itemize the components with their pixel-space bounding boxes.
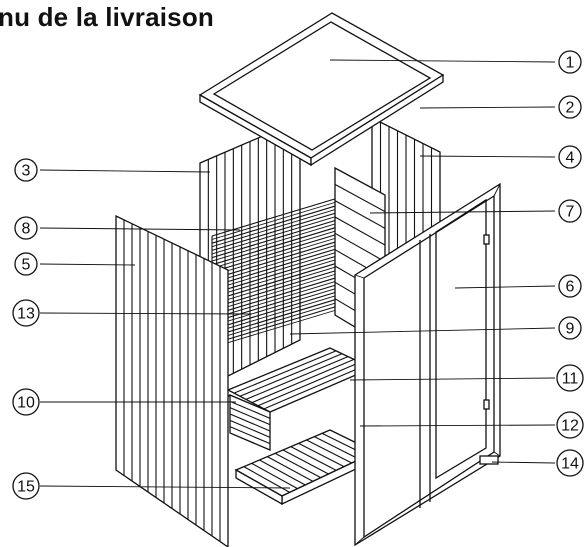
slat-line: [211, 251, 339, 291]
slat-line: [211, 244, 339, 284]
slat-line: [211, 294, 339, 334]
callout-5: 5: [14, 252, 38, 276]
slat-line: [211, 222, 339, 262]
slat-line: [267, 456, 314, 482]
slat-line: [211, 280, 339, 320]
slat-line: [245, 356, 349, 400]
slat-line: [211, 258, 339, 298]
slat-line: [211, 237, 339, 276]
slat-line: [334, 200, 386, 229]
slat-line: [211, 219, 339, 259]
callout-1-label: 1: [566, 55, 575, 72]
callout-2: 2: [558, 95, 582, 119]
slat-line: [211, 255, 339, 295]
slat-line: [211, 226, 339, 266]
roof-panel: [212, 21, 432, 151]
slat-line: [211, 208, 339, 248]
callout-10: 10: [12, 388, 40, 416]
slat-line: [211, 291, 339, 331]
callout-4-label: 4: [566, 150, 575, 167]
slat-line: [274, 452, 322, 479]
slat-line: [233, 350, 337, 394]
slat-line: [211, 240, 339, 280]
callout-7: 7: [558, 199, 582, 223]
callout-5-label: 5: [22, 257, 31, 274]
slat-line: [229, 426, 271, 445]
callout-2-label: 2: [566, 100, 575, 117]
front-door: [354, 182, 501, 547]
slat-line: [211, 247, 339, 287]
slat-line: [211, 204, 339, 244]
callout-1: 1: [558, 50, 582, 74]
slat-line: [334, 183, 386, 213]
callout-15: 15: [12, 472, 40, 500]
callout-9: 9: [558, 316, 582, 340]
callout-12: 12: [556, 411, 584, 439]
callout-14: 14: [556, 449, 584, 477]
left-side-panel: [115, 214, 229, 547]
slat-line: [211, 287, 339, 327]
slat-line: [211, 211, 339, 251]
callout-12-label: 12: [561, 418, 579, 435]
callout-15-label: 15: [17, 479, 35, 496]
slat-line: [263, 364, 367, 410]
slat-line: [211, 309, 339, 348]
slat-line: [290, 446, 337, 471]
callout-14-label: 14: [561, 456, 579, 473]
slat-line: [211, 262, 339, 302]
slat-line: [211, 269, 339, 309]
slat-line: [211, 273, 339, 312]
slat-line: [229, 407, 271, 426]
slat-line: [211, 201, 339, 240]
callout-8: 8: [14, 216, 38, 240]
slat-line: [298, 442, 345, 468]
slat-line: [239, 353, 343, 397]
callout-13-label: 13: [17, 306, 35, 323]
slat-line: [259, 459, 306, 486]
roof-frame: [198, 12, 445, 167]
leader-lines: [39, 59, 556, 489]
slat-line: [211, 283, 339, 323]
slat-line: [334, 216, 386, 246]
slat-line: [211, 276, 339, 316]
callout-4: 4: [558, 145, 582, 169]
slat-line: [229, 413, 271, 432]
callout-8-label: 8: [22, 221, 31, 238]
callout-6: 6: [558, 274, 582, 298]
callout-10-label: 10: [17, 395, 35, 412]
slat-line: [257, 361, 361, 407]
callout-6-label: 6: [566, 279, 575, 296]
slat-line: [314, 436, 360, 460]
callout-9-label: 9: [566, 321, 575, 338]
callout-7-label: 7: [566, 204, 575, 221]
slat-line: [211, 305, 339, 345]
slat-line: [211, 301, 339, 341]
slat-line: [211, 229, 339, 269]
slat-line: [282, 449, 329, 475]
slat-line: [251, 462, 298, 490]
slat-line: [211, 298, 339, 338]
callout-11: 11: [556, 364, 584, 392]
slat-line: [306, 439, 352, 464]
floor-grate: [234, 429, 377, 506]
slat-line: [251, 358, 355, 404]
slat-line: [334, 232, 386, 263]
slat-line: [211, 215, 339, 255]
callout-3-label: 3: [22, 163, 31, 180]
slat-line: [229, 419, 271, 438]
slat-line: [229, 400, 271, 419]
callout-3: 3: [14, 158, 38, 182]
callout-13: 13: [12, 299, 40, 327]
slat-line: [211, 233, 339, 273]
slat-line: [211, 265, 339, 305]
diagram-title: nu de la livraison: [0, 2, 214, 32]
callout-11-label: 11: [562, 371, 579, 388]
